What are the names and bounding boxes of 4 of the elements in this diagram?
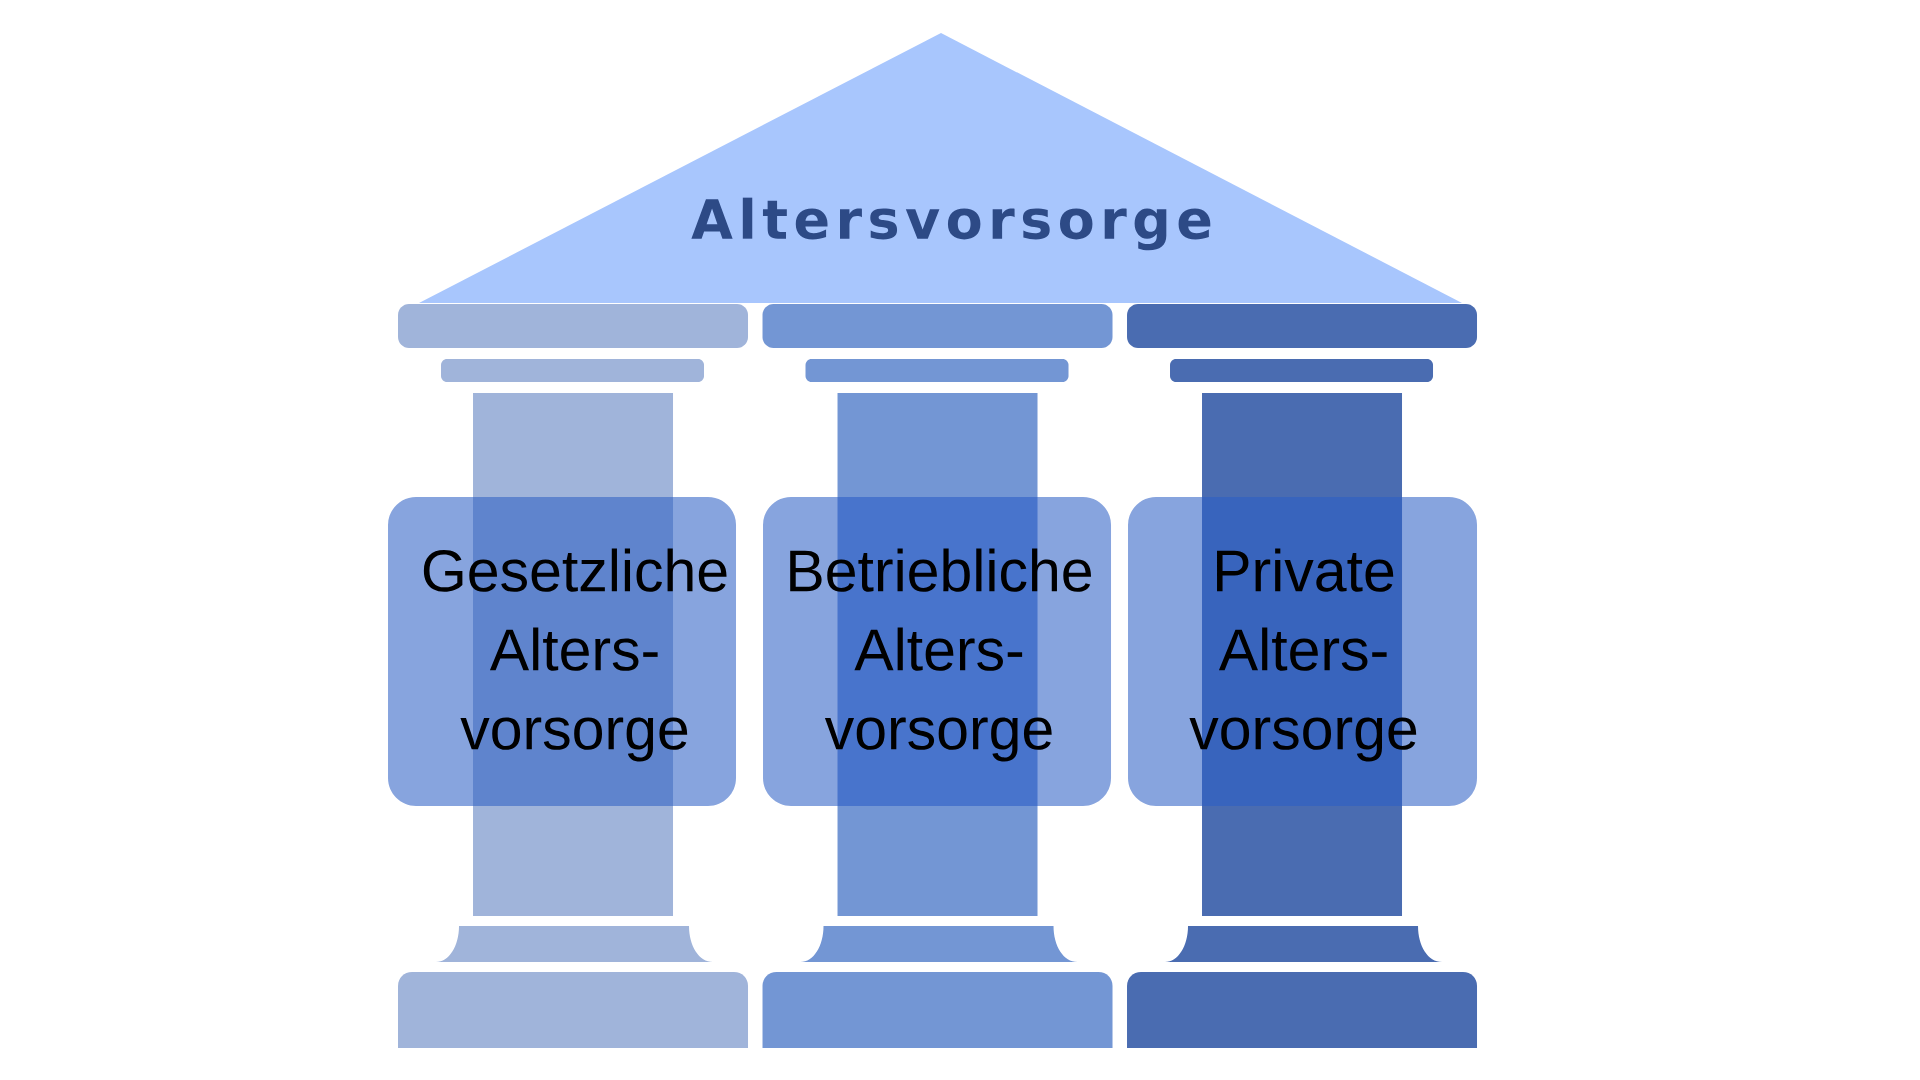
roof-triangle: Altersvorsorge xyxy=(419,33,1462,303)
text-box: Private Alters- vorsorge xyxy=(1128,497,1477,806)
text-box: Betriebliche Alters- vorsorge xyxy=(763,497,1111,806)
text-box: Gesetzliche Alters- vorsorge xyxy=(388,497,736,806)
